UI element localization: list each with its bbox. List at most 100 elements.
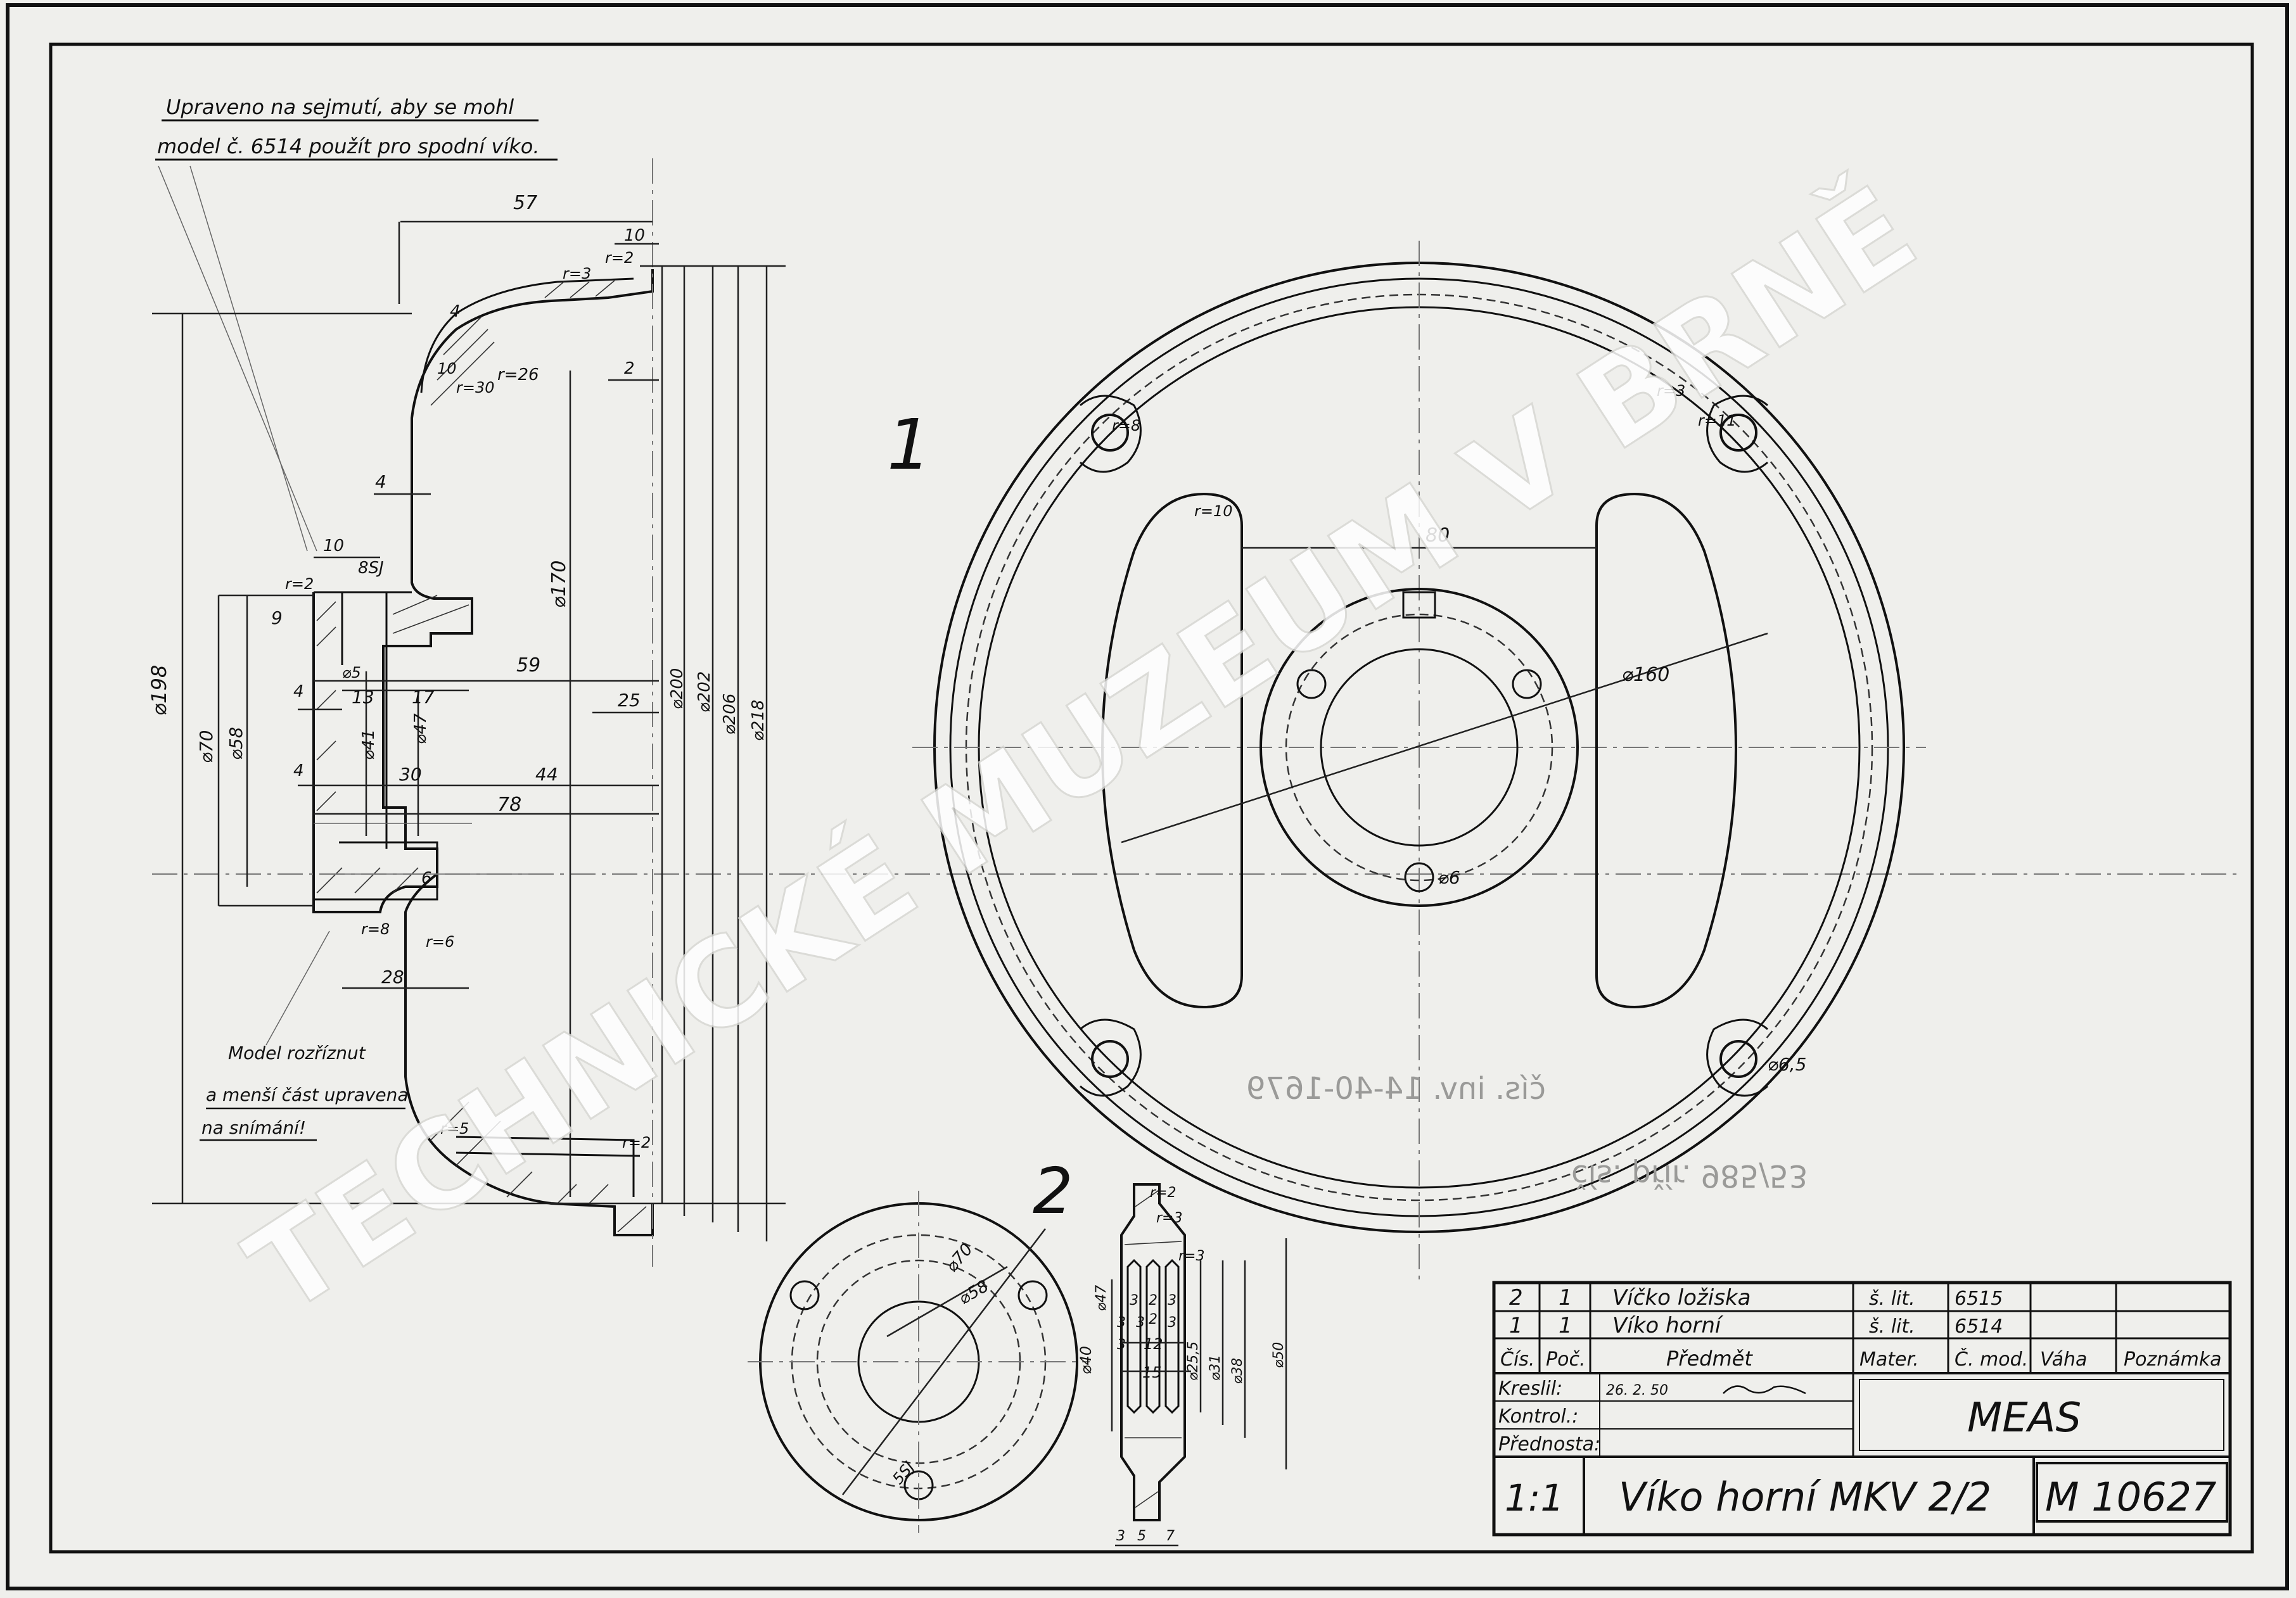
slot-left [1101, 492, 1243, 1009]
plan-dim-r3: r=3 [1657, 382, 1685, 400]
approved-label: Přednosta: [1498, 1433, 1600, 1455]
drawing-title: Víko horní MKV 2/2 [1619, 1474, 1991, 1520]
v2-dim-31: ⌀31 [1208, 1355, 1223, 1381]
part2-count: 1 [1559, 1285, 1572, 1310]
dim-r5: r=5 [440, 1120, 469, 1138]
part1-name: Víko horní [1612, 1313, 1724, 1338]
dim-202: ⌀202 [695, 671, 714, 713]
dim-r26: r=26 [497, 365, 539, 384]
dim-47: ⌀47 [411, 713, 430, 744]
dim-10-top: 10 [624, 226, 645, 245]
dim-59: 59 [516, 654, 540, 676]
v2-dim-5-bot: 5 [1137, 1528, 1146, 1544]
part2-pos: 2 [1509, 1285, 1523, 1310]
bolt-hole-tl [1091, 414, 1129, 452]
side-note: Model rozříznut a menší část upravena na… [200, 930, 408, 1141]
dim-206: ⌀206 [720, 694, 739, 735]
v2-dim-38: ⌀38 [1230, 1358, 1246, 1384]
dim-57: 57 [513, 192, 537, 214]
bolt-hole-bl [1091, 1040, 1129, 1078]
plan-dim-r11: r=11 [1698, 412, 1737, 429]
dim-5: ⌀5 [342, 664, 361, 682]
v2-dim-15: 15 [1142, 1364, 1162, 1381]
plan-dim-r10: r=10 [1194, 502, 1233, 520]
v2-dim-25-5: ⌀25,5 [1185, 1341, 1201, 1381]
checked-label: Kontrol.: [1498, 1405, 1578, 1428]
header-model: Č. mod. [1955, 1347, 2028, 1371]
hub-circle-outer [1260, 588, 1579, 907]
stamp-line1: čís. inv. 14-40-1679 [1246, 1071, 1546, 1107]
header-name: Předmět [1666, 1347, 1753, 1371]
v2-dim-7-bot: 7 [1166, 1528, 1175, 1544]
v2-dim-47: ⌀47 [1094, 1285, 1109, 1311]
dim-r6: r=6 [426, 933, 454, 951]
inventory-stamp: čís. inv. 14-40-1679 čís. přír. 985/53 [1246, 1071, 1808, 1193]
part2-model: 6515 [1955, 1288, 2003, 1310]
header-count: Poč. [1546, 1348, 1585, 1371]
dim-41: ⌀41 [359, 729, 378, 760]
view1-section: 57 10 r=3 r=2 4 10 r=26 r=30 2 4 ⌀198 ⌀1… [147, 158, 2243, 1267]
view2-number: 2 [1033, 1154, 1073, 1228]
top-note-line2: model č. 6514 použít pro spodní víko. [157, 134, 539, 158]
view2: 2 ⌀70 ⌀58 5SJ r=2 r [748, 1154, 1287, 1547]
dim-r2-bot: r=2 [622, 1134, 651, 1151]
header-note: Poznámka [2124, 1348, 2222, 1371]
dim-6: 6 [421, 869, 432, 888]
dim-4-a: 4 [293, 682, 304, 701]
dim-2: 2 [624, 359, 635, 378]
header-weight: Váha [2040, 1348, 2087, 1371]
part2-name: Víčko ložiska [1612, 1285, 1751, 1310]
v2-dim-3-bot: 3 [1116, 1528, 1125, 1544]
dim-13: 13 [352, 687, 374, 707]
dim-8sj: 8SJ [358, 559, 384, 578]
part1-model: 6514 [1955, 1316, 2003, 1338]
dim-30: 30 [399, 764, 422, 785]
side-note-line2: a menší část upravena [206, 1084, 408, 1105]
drawn-date: 26. 2. 50 [1606, 1383, 1668, 1398]
header-pos: Čís. [1500, 1347, 1534, 1371]
plan-dim-160: ⌀160 [1622, 664, 1669, 686]
slot-right [1595, 492, 1737, 1009]
dim-17: 17 [412, 687, 435, 707]
part1-count: 1 [1559, 1313, 1572, 1338]
plan-dim-80: 80 [1425, 524, 1450, 547]
drawn-label: Kreslil: [1498, 1378, 1562, 1400]
part2-material: š. lit. [1869, 1288, 1915, 1310]
top-note-line1: Upraveno na sejmutí, aby se mohl [166, 95, 514, 119]
dim-200: ⌀200 [668, 668, 687, 709]
company-name: MEAS [1967, 1395, 2081, 1442]
v2-dim-3b: 3 [1117, 1315, 1126, 1331]
outer-frame [6, 3, 2289, 1590]
scale: 1:1 [1505, 1476, 1564, 1519]
dim-r30: r=30 [456, 379, 495, 396]
dim-78: 78 [497, 794, 521, 816]
v2-dim-3c: 3 [1117, 1337, 1126, 1353]
bolt-hole-tr [1719, 414, 1757, 452]
dim-70: ⌀70 [196, 730, 217, 764]
view1-plan: r=8 r=3 r=11 r=10 80 ⌀160 ⌀6 ⌀6,5 [912, 241, 1926, 1279]
section-profile [382, 269, 654, 1236]
v2-dim-50: ⌀50 [1271, 1342, 1287, 1368]
side-note-line1: Model rozříznut [228, 1043, 366, 1063]
inner-frame [49, 42, 2254, 1554]
title-block: 2 1 Víčko ložiska š. lit. 6515 1 1 Víko … [1492, 1281, 2232, 1537]
dim-218: ⌀218 [749, 700, 768, 741]
plan-dim-r8: r=8 [1112, 417, 1140, 434]
v2-dim-2b: 2 [1149, 1312, 1158, 1328]
v2-dim-r3-a: r=3 [1156, 1210, 1182, 1226]
v2-dim-r3-b: r=3 [1178, 1248, 1204, 1264]
dim-r2-top: r=2 [605, 249, 634, 267]
v2-dim-r2: r=2 [1150, 1185, 1176, 1201]
v2-dim-12: 12 [1144, 1335, 1163, 1353]
dim-10-mid: 10 [437, 360, 457, 377]
dim-10-hub: 10 [323, 536, 344, 555]
part1-material: š. lit. [1869, 1316, 1915, 1338]
v2-dim-3a: 3 [1130, 1293, 1138, 1309]
hub-outline [312, 592, 438, 913]
header-material: Mater. [1859, 1348, 1919, 1371]
stamp-line2: čís. přír. 985/53 [1571, 1158, 1808, 1193]
dim-r3: r=3 [563, 265, 591, 282]
